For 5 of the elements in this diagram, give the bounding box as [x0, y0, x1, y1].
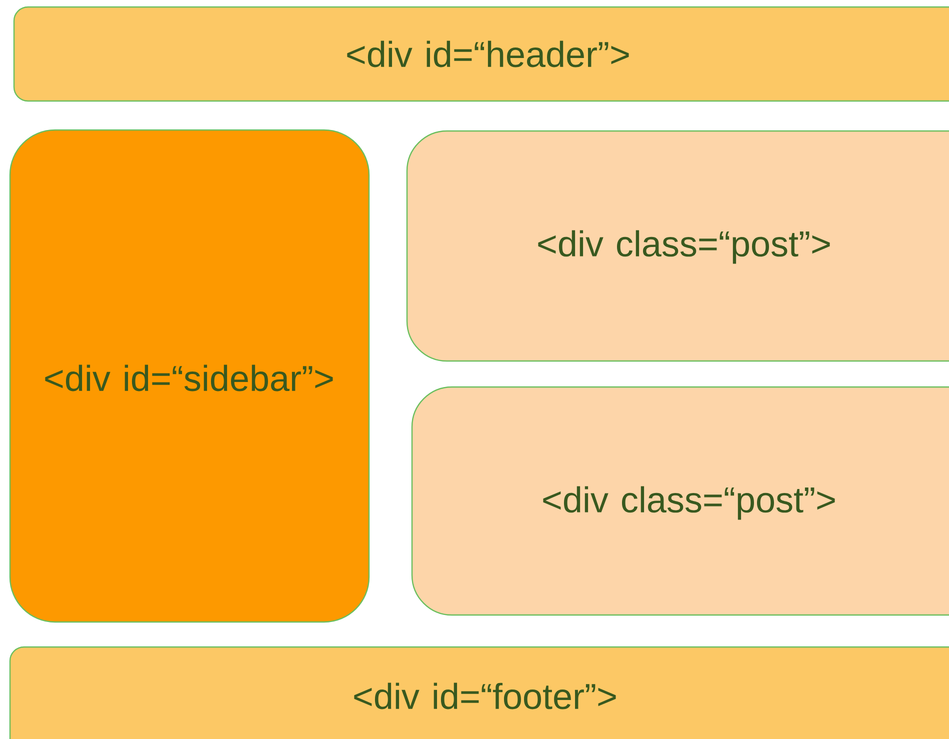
sidebar-box: <div id=“sidebar”>	[9, 129, 370, 623]
header-box: <div id=“header”>	[13, 6, 949, 102]
post-box: <div class=“post”>	[406, 130, 949, 362]
post-box: <div class=“post”>	[411, 386, 949, 616]
footer-box: <div id=“footer”>	[9, 646, 949, 739]
